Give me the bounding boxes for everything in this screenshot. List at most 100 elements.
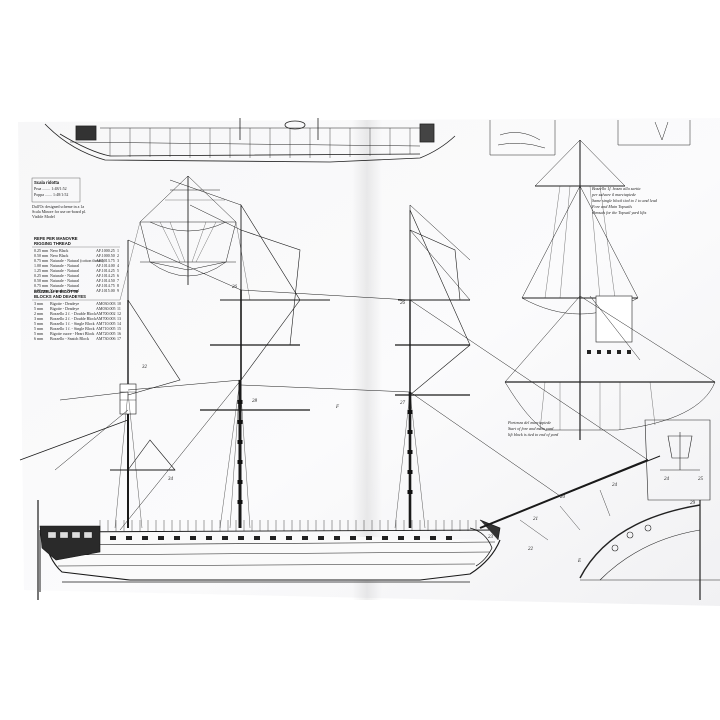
gunport — [366, 536, 372, 540]
gunport — [414, 536, 420, 540]
rigging-row-size-7: 0.75 mm — [34, 283, 49, 288]
front-view-sail-diagram — [504, 139, 716, 440]
blocks-row-code-7: AM730.006 — [96, 336, 115, 341]
rigging-row-ref-1: 2 — [117, 253, 119, 258]
blocks-row-size-4: 5 mm — [34, 321, 44, 326]
rigging-row-code-5: AF.1014.25 — [96, 273, 115, 278]
blocks-row-desc-5: Bozzello 1 f. - Single Block — [50, 326, 95, 331]
rigging-header-en: RIGGING THREAD — [34, 241, 71, 246]
blocks-row-code-3: AM700.003 — [96, 316, 115, 321]
gunport — [350, 536, 356, 540]
blocks-row-code-1: AM030.005 — [96, 306, 115, 311]
gunport — [398, 536, 404, 540]
gunport — [158, 536, 164, 540]
blocks-row-ref-4: 14 — [117, 321, 121, 326]
scale-legend-box: Scala ridotta Prua ........ 1:48/1:52 Po… — [31, 177, 86, 219]
annotation-right-low: Partenza del marciapiede Start of fore a… — [507, 420, 559, 437]
gunport — [286, 536, 292, 540]
gunport — [238, 536, 244, 540]
blocks-row-size-0: 3 mm — [34, 301, 44, 306]
mast-band — [407, 490, 413, 494]
mast-band — [407, 450, 413, 454]
rigging-row-desc-0: Nero Black — [50, 248, 68, 253]
blocks-row-ref-2: 12 — [117, 311, 121, 316]
rigging-row-desc-3: Naturale - Natural — [50, 263, 80, 268]
scale-legend-line-1: Prua ........ 1:48/1:52 — [34, 186, 67, 191]
blocks-row-desc-6: Bigotte cuore - Heart Block — [50, 331, 94, 336]
gunport — [270, 536, 276, 540]
scale-legend-title: Scala ridotta — [34, 180, 60, 185]
gunport — [110, 536, 116, 540]
blocks-row-code-0: AM030.003 — [96, 301, 115, 306]
gunport — [222, 536, 228, 540]
gunport — [126, 536, 132, 540]
blocks-row-size-3: 3 mm — [34, 316, 44, 321]
rigging-row-code-4: AF.1014.25 — [96, 268, 115, 273]
blocks-row-size-7: 6 mm — [34, 336, 44, 341]
scale-note-3: Visible Model — [32, 214, 56, 219]
rigging-row-code-2: AF.1013.75 — [96, 258, 115, 263]
blocks-header-en: BLOCKS AND DEADEYES — [34, 294, 86, 299]
rigging-row-size-3: 1.00 mm — [34, 263, 49, 268]
rigging-row-ref-4: 5 — [117, 268, 119, 273]
rigging-row-ref-3: 4 — [117, 263, 119, 268]
callout-24a: 24 — [612, 483, 618, 488]
note-low-1: Partenza del marciapiede — [507, 420, 551, 425]
rigging-row-ref-7: 8 — [117, 283, 119, 288]
rigging-row-code-6: AF.1014.50 — [96, 278, 115, 283]
callout-27: 27 — [400, 401, 406, 406]
gunport — [142, 536, 148, 540]
mast-band — [407, 410, 413, 414]
callout-E: E — [577, 559, 581, 564]
callout-22: 22 — [528, 547, 534, 552]
mast-band — [237, 440, 243, 444]
blocks-row-ref-0: 10 — [117, 301, 121, 306]
mast-band — [237, 420, 243, 424]
rigging-row-code-0: AF.1000.25 — [96, 248, 115, 253]
blocks-row-size-2: 2 mm — [34, 311, 44, 316]
rigging-row-size-0: 0.25 mm — [34, 248, 49, 253]
callout-32: 32 — [142, 365, 148, 370]
gunport — [430, 536, 436, 540]
blocks-row-ref-1: 11 — [117, 306, 121, 311]
blocks-row-ref-7: 17 — [117, 336, 121, 341]
rigging-row-size-2: 0.75 mm — [34, 258, 49, 263]
scale-note-2: Scala Minore for use on-board pl. — [32, 209, 86, 214]
rigging-row-ref-0: 1 — [117, 248, 119, 253]
callout-23: 23 — [488, 535, 494, 540]
callout-28: 28 — [252, 399, 258, 404]
gunport — [446, 536, 452, 540]
rigging-row-size-6: 0.50 mm — [34, 278, 49, 283]
rigging-row-size-1: 0.50 mm — [34, 253, 49, 258]
blocks-row-code-6: AM720.005 — [96, 331, 115, 336]
scale-note-1: Dall'Oc designed scheme in a 1a — [32, 204, 84, 209]
rigging-row-desc-2: Naturale - Natural (cotton thread) — [50, 258, 104, 263]
callout-26a: 26 — [232, 285, 238, 290]
blocks-row-code-4: AM710.005 — [96, 321, 115, 326]
gunport — [254, 536, 260, 540]
callout-numbers: 26 28 26 27 32 34 22 21 24 24 25 29 23 2… — [142, 285, 704, 564]
top-hull-partial — [44, 118, 456, 163]
rigging-row-desc-6: Naturale - Natural — [50, 278, 80, 283]
blocks-row-size-1: 5 mm — [34, 306, 44, 311]
blocks-row-code-2: AM700.002 — [96, 311, 115, 316]
callout-25: 25 — [698, 477, 704, 482]
gunport — [302, 536, 308, 540]
rigging-row-code-7: AF.1014.75 — [96, 283, 115, 288]
blocks-row-ref-5: 15 — [117, 326, 121, 331]
mast-band — [237, 480, 243, 484]
main-ship-elevation — [19, 179, 661, 600]
rigging-row-ref-6: 7 — [117, 278, 119, 283]
rigging-row-desc-5: Naturale - Natural — [50, 273, 80, 278]
rigging-row-ref-8: 9 — [117, 288, 119, 293]
mast-band — [237, 460, 243, 464]
rigging-row-desc-8: Naturale - Natural — [50, 288, 80, 293]
detail-box-bottom-right — [579, 419, 720, 600]
blocks-row-desc-2: Bozzello 2 f. - Double Block — [50, 311, 96, 316]
gunport — [382, 536, 388, 540]
rigging-row-ref-5: 6 — [117, 273, 119, 278]
mast-band — [237, 500, 243, 504]
note-mid-4: Fore and Main Topsails — [591, 204, 632, 209]
